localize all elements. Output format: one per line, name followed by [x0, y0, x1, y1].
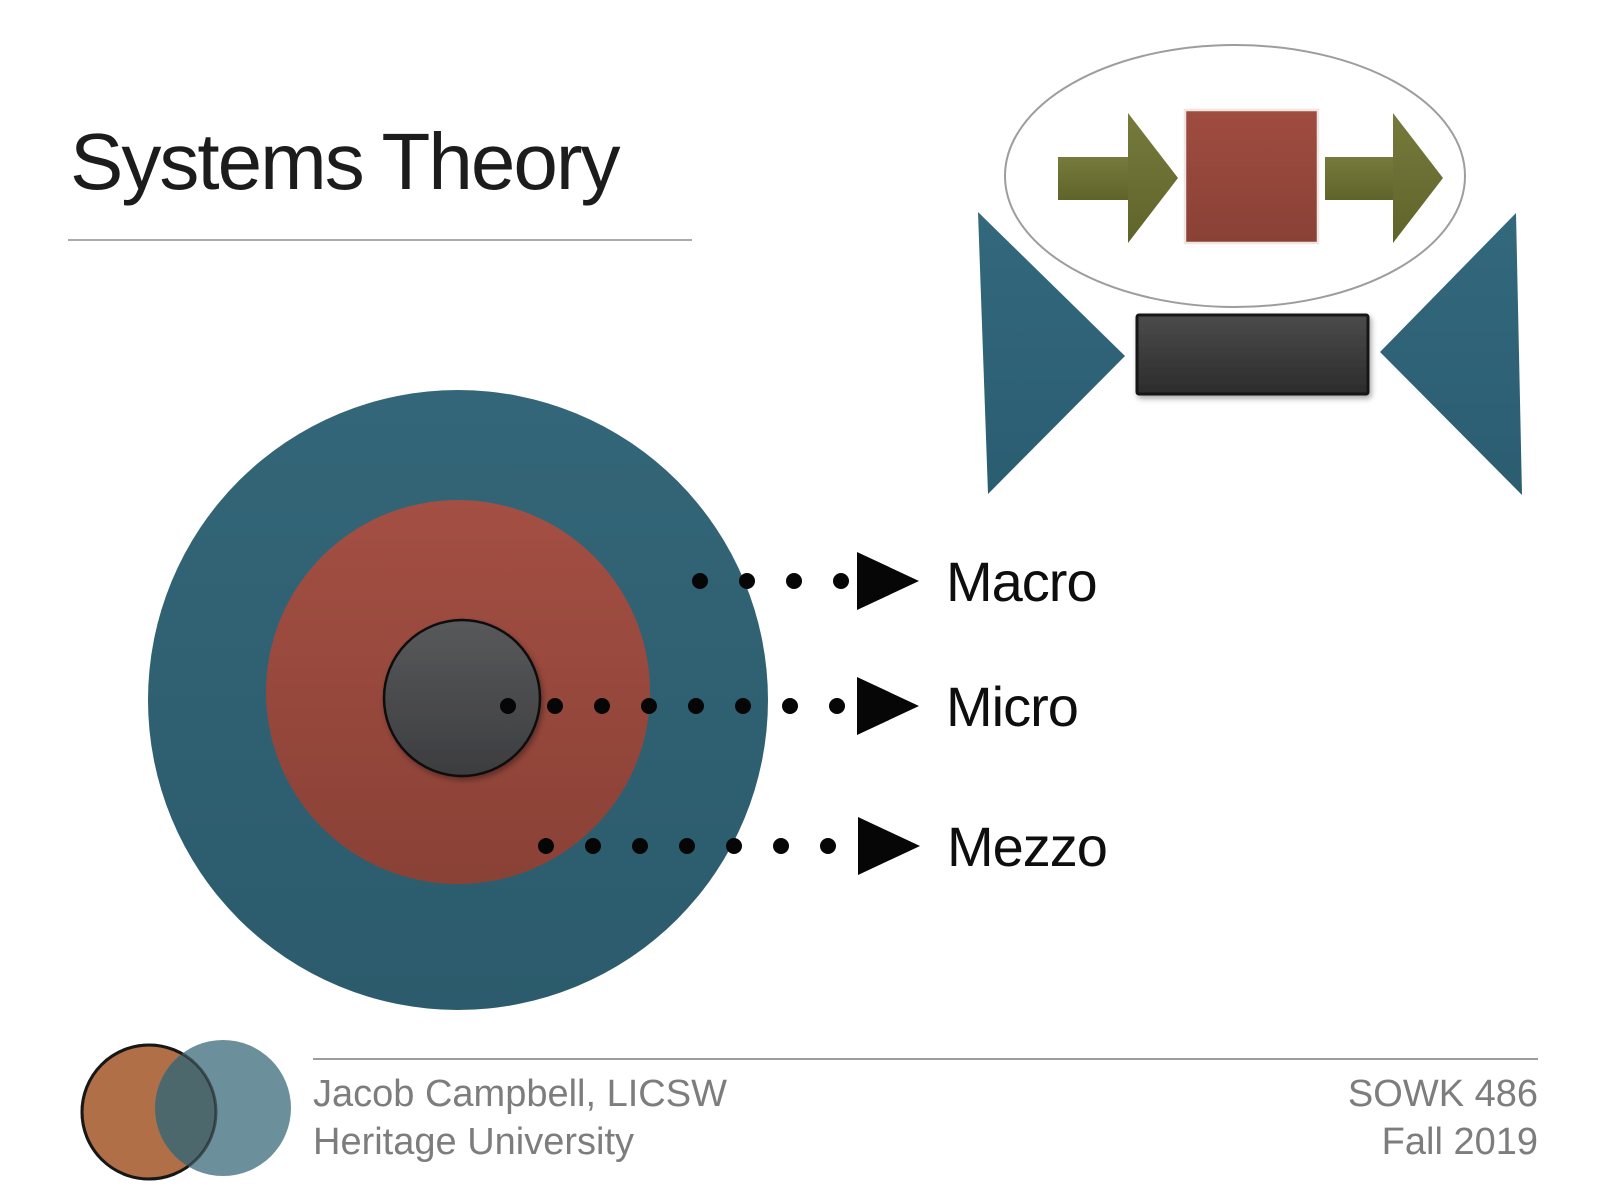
leader-dot	[538, 838, 554, 854]
leader-dot	[820, 838, 836, 854]
leader-dot	[829, 698, 845, 714]
leader-dot	[692, 573, 708, 589]
logo-overlap-lens	[155, 1045, 216, 1176]
footer-divider-line	[313, 1058, 1538, 1060]
feedback-triangle-left-icon	[978, 212, 1125, 494]
logo-orange-outline	[80, 1043, 218, 1181]
leader-dot	[632, 838, 648, 854]
slide-title: Systems Theory	[70, 117, 620, 206]
leader-dot	[594, 698, 610, 714]
leader-dot	[782, 698, 798, 714]
footer-course: SOWK 486	[1347, 1073, 1538, 1115]
system-box	[1183, 108, 1320, 245]
feedback-box	[1135, 313, 1370, 396]
leader-dot	[500, 698, 516, 714]
leader-dot	[786, 573, 802, 589]
logo	[80, 1040, 291, 1181]
micro-label: Micro	[946, 674, 1079, 738]
leader-dot	[833, 573, 849, 589]
leader-dot	[641, 698, 657, 714]
input-arrow-icon	[1058, 113, 1178, 243]
macro-arrowhead-icon	[857, 552, 919, 610]
output-arrow-icon	[1325, 113, 1443, 243]
macro-label: Macro	[946, 549, 1098, 613]
leader-dot	[547, 698, 563, 714]
footer-term: Fall 2019	[1381, 1121, 1538, 1163]
mezzo-pointer-row: Mezzo	[538, 814, 1108, 878]
leader-dot	[726, 838, 742, 854]
footer-author-block: Jacob Campbell, LICSW Heritage Universit…	[313, 1070, 727, 1166]
footer-institution: Heritage University	[313, 1121, 634, 1163]
macro-dotted-line	[692, 573, 849, 589]
mezzo-label: Mezzo	[947, 814, 1108, 878]
mezzo-dotted-line	[538, 838, 836, 854]
leader-dot	[679, 838, 695, 854]
leader-dot	[773, 838, 789, 854]
footer-author: Jacob Campbell, LICSW	[313, 1073, 727, 1115]
leader-dot	[735, 698, 751, 714]
leader-dot	[585, 838, 601, 854]
feedback-triangle-right-icon	[1380, 213, 1522, 495]
micro-pointer-row: Micro	[500, 674, 1079, 738]
mezzo-arrowhead-icon	[858, 817, 920, 875]
leader-dot	[688, 698, 704, 714]
micro-dotted-line	[500, 698, 845, 714]
footer-course-block: SOWK 486 Fall 2019	[1348, 1070, 1538, 1166]
micro-core-circle	[382, 618, 542, 778]
macro-pointer-row: Macro	[692, 549, 1098, 613]
title-divider-line	[68, 239, 692, 241]
micro-arrowhead-icon	[857, 677, 919, 735]
leader-dot	[739, 573, 755, 589]
